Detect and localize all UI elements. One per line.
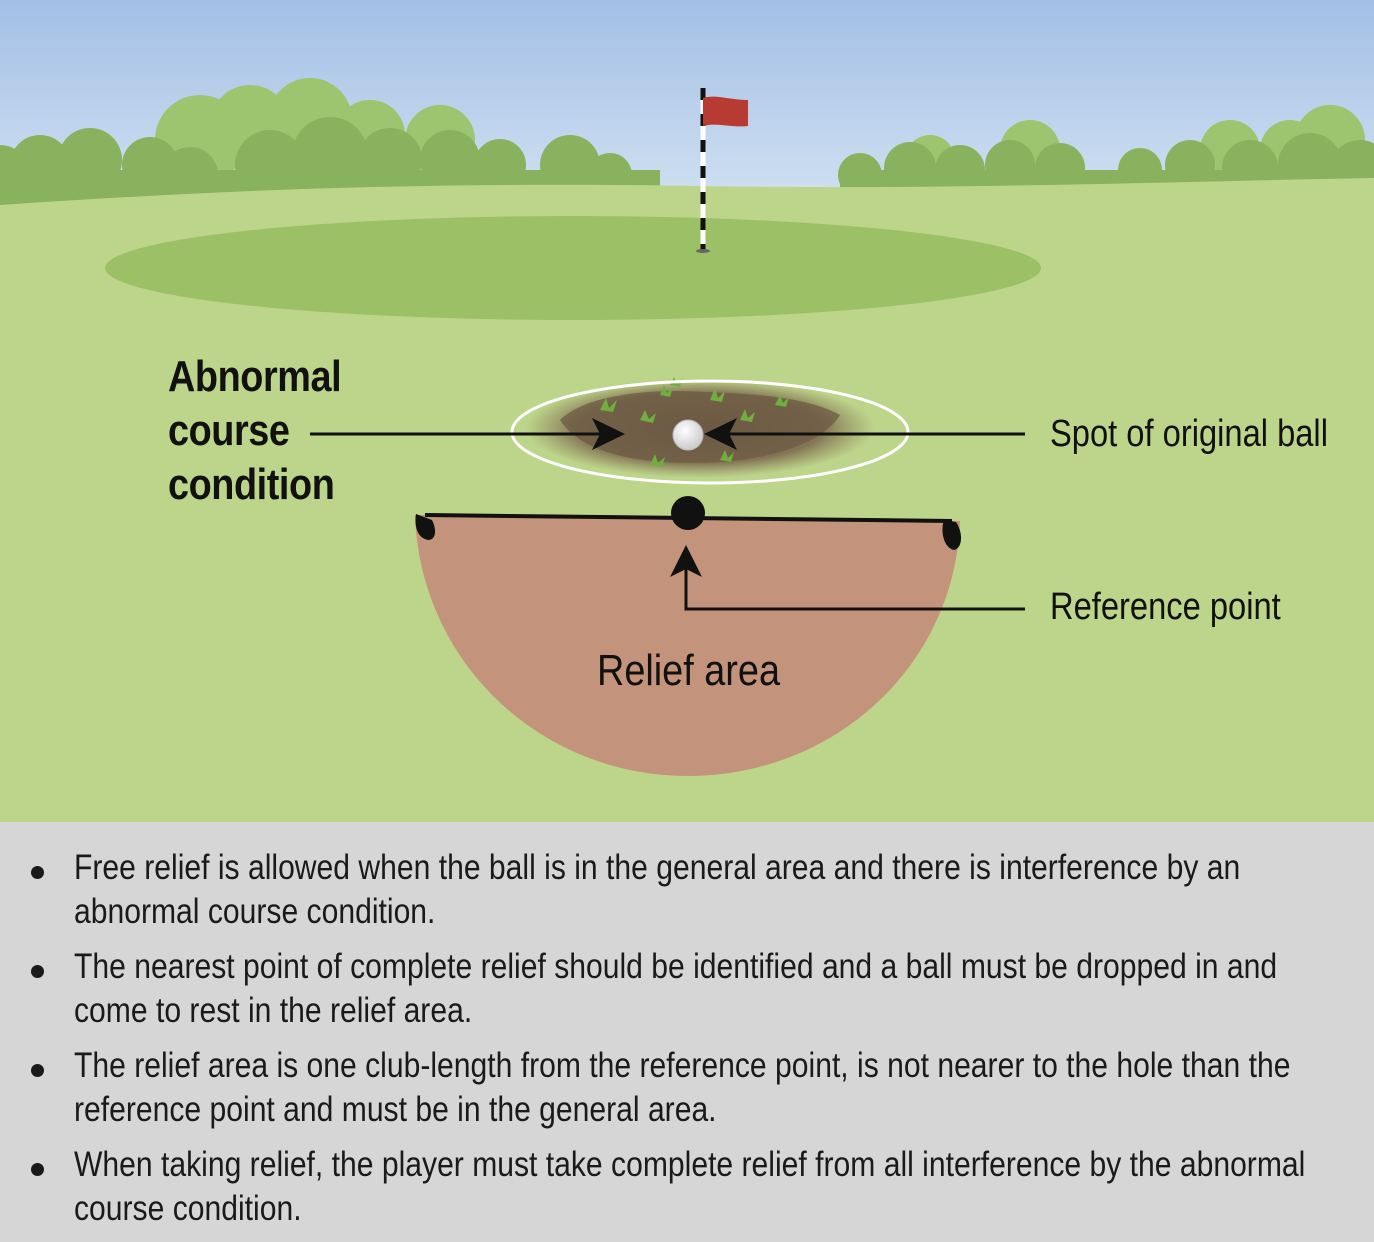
list-item: When taking relief, the player must take… (0, 1143, 1360, 1242)
rule-text: The nearest point of complete relief sho… (74, 947, 1278, 1030)
golf-ball-icon (672, 419, 704, 451)
relief-area-label: Relief area (597, 646, 780, 695)
reference-point-icon (671, 496, 705, 530)
rule-text: When taking relief, the player must take… (74, 1145, 1306, 1228)
arrows (310, 432, 1025, 611)
reference-point-label: Reference point (1050, 586, 1281, 628)
bullet-icon (31, 1163, 44, 1176)
bullet-icon (31, 965, 44, 978)
rules-list: Free relief is allowed when the ball is … (0, 846, 1374, 1242)
golf-course-scene (0, 0, 1374, 822)
list-item: The nearest point of complete relief sho… (0, 945, 1360, 1044)
abnormal-condition-label: Abnormal course condition (168, 352, 342, 509)
flagstick (696, 88, 748, 253)
list-item: Free relief is allowed when the ball is … (0, 846, 1360, 945)
bullet-icon (31, 866, 44, 879)
reference-point-arrow (684, 568, 1025, 611)
list-item: The relief area is one club-length from … (0, 1044, 1360, 1143)
bullet-icon (31, 1064, 44, 1077)
flag (703, 96, 748, 127)
rule-text: The relief area is one club-length from … (74, 1046, 1291, 1129)
rules-panel: Free relief is allowed when the ball is … (0, 822, 1374, 1242)
condition-boundary (510, 379, 910, 485)
relief-area (415, 515, 960, 776)
rule-text: Free relief is allowed when the ball is … (74, 848, 1241, 931)
putting-green (105, 216, 1041, 320)
spot-original-ball-label: Spot of original ball (1050, 413, 1328, 455)
